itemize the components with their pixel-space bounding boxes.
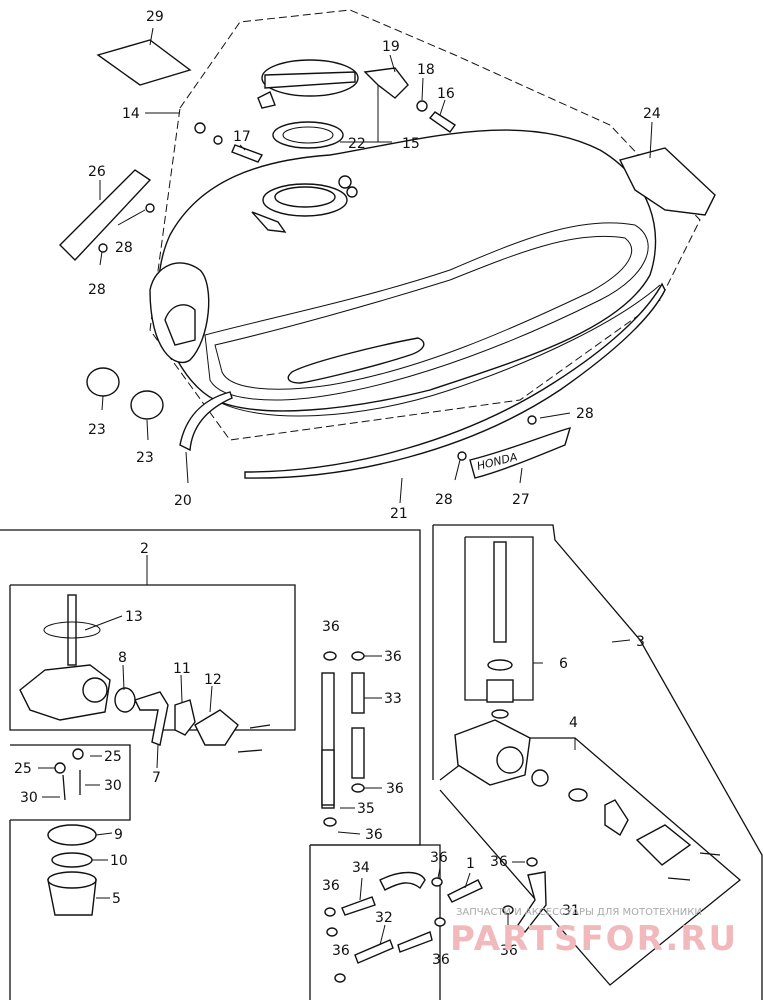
- petcock-assembly-3: [432, 524, 763, 1000]
- callout: 15: [402, 136, 420, 152]
- callout: 11: [173, 661, 191, 677]
- callout: 26: [88, 164, 106, 180]
- watermark-brand: PARTSFOR.RU: [450, 919, 738, 959]
- callout-labels: 29 19 18 16 14 17 22 15 24 26 28 28 23 2…: [14, 9, 661, 968]
- hoses-lower: [309, 844, 547, 1000]
- callout: 36: [384, 649, 402, 665]
- callout: 36: [365, 827, 383, 843]
- screw: [527, 415, 537, 425]
- callout: 28: [576, 406, 594, 422]
- callout: 30: [104, 778, 122, 794]
- callout: 3: [636, 634, 645, 650]
- callout: 36: [386, 781, 404, 797]
- callout: 21: [390, 506, 408, 522]
- callout: 22: [348, 136, 366, 152]
- callout: 30: [20, 790, 38, 806]
- callout: 5: [112, 891, 121, 907]
- rear-bracket: [618, 147, 716, 216]
- callout: 6: [559, 656, 568, 672]
- callout: 28: [115, 240, 133, 256]
- callout: 36: [500, 943, 518, 959]
- callout: 28: [88, 282, 106, 298]
- callout: 19: [382, 39, 400, 55]
- callout: 18: [417, 62, 435, 78]
- side-strip: [179, 391, 233, 452]
- watermark: ЗАПЧАСТИ И АКСЕССУАРЫ ДЛЯ МОТОТЕХНИКИ PA…: [450, 907, 738, 959]
- callout: 36: [332, 943, 350, 959]
- screw: [457, 451, 467, 461]
- screw: [98, 243, 108, 253]
- tank-moulding: [244, 282, 666, 479]
- callout: 9: [114, 827, 123, 843]
- callout: 28: [435, 492, 453, 508]
- callout: 36: [322, 619, 340, 635]
- callout: 29: [146, 9, 164, 25]
- callout: 27: [512, 492, 530, 508]
- callout: 20: [174, 493, 192, 509]
- callout: 1: [466, 856, 475, 872]
- cap-gasket: [272, 121, 344, 149]
- rubber-cushions: [86, 367, 164, 420]
- pad: [96, 39, 192, 86]
- callout: 8: [118, 650, 127, 666]
- callout: 23: [88, 422, 106, 438]
- hoses-33-35: [321, 651, 382, 835]
- callout: 25: [14, 761, 32, 777]
- callout: 4: [569, 715, 578, 731]
- callout: 25: [104, 749, 122, 765]
- callout: 10: [110, 853, 128, 869]
- callout: 2: [140, 541, 149, 557]
- callout: 16: [437, 86, 455, 102]
- callout: 35: [357, 801, 375, 817]
- callout: 13: [125, 609, 143, 625]
- callout: 7: [152, 770, 161, 786]
- honda-emblem: HONDA: [469, 426, 572, 479]
- screw: [145, 203, 155, 213]
- watermark-caption: ЗАПЧАСТИ И АКСЕССУАРЫ ДЛЯ МОТОТЕХНИКИ: [456, 907, 702, 918]
- petcock-assembly-2: [0, 529, 421, 1000]
- callout: 32: [375, 910, 393, 926]
- fuel-tank: [149, 9, 701, 441]
- callout: 23: [136, 450, 154, 466]
- knee-rubber: [59, 169, 152, 262]
- callout: 33: [384, 691, 402, 707]
- callout: 17: [233, 129, 251, 145]
- callout: 14: [122, 106, 140, 122]
- callout: 34: [352, 860, 370, 876]
- callout: 12: [204, 672, 222, 688]
- callout: 36: [490, 854, 508, 870]
- fuel-cap: [257, 59, 359, 109]
- callout: 36: [322, 878, 340, 894]
- callout: 31: [562, 903, 580, 919]
- cap-hinge: [194, 67, 456, 163]
- callout: 24: [643, 106, 661, 122]
- leader-lines: [99, 27, 653, 504]
- callout: 36: [430, 850, 448, 866]
- callout: 36: [432, 952, 450, 968]
